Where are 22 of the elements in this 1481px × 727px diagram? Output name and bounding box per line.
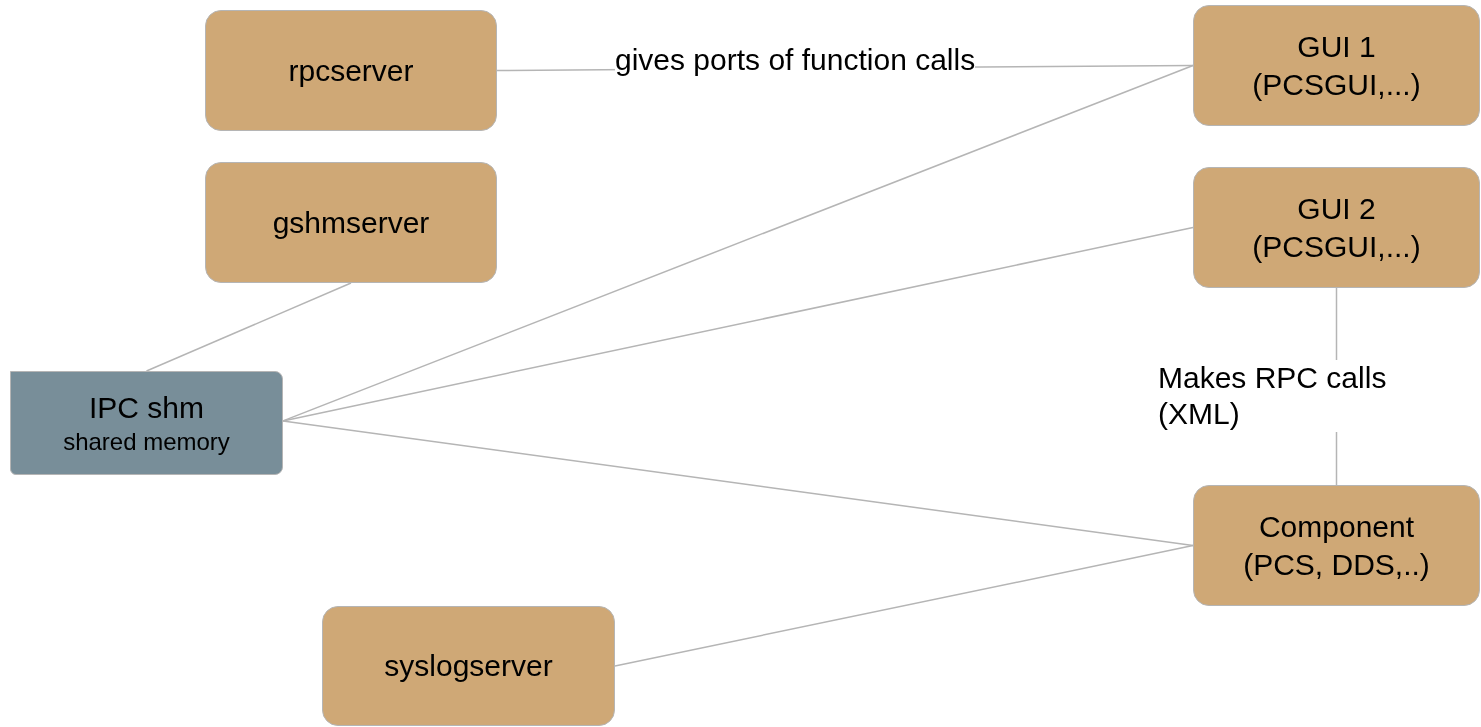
process-box [1193, 167, 1480, 288]
connector-line [282, 420, 1194, 547]
process-box [1193, 5, 1480, 126]
process-box [205, 162, 497, 283]
node-title: GUI 2 [1297, 191, 1376, 227]
node-subtitle: (PCS, DDS,..) [1243, 546, 1430, 583]
node-title: GUI 1 [1297, 29, 1376, 65]
connector-line [614, 544, 1194, 667]
process-box [205, 10, 497, 131]
connector-line [145, 282, 352, 372]
node-subtitle: (PCSGUI,...) [1252, 66, 1421, 103]
node-title: Component [1258, 509, 1415, 545]
node-title: syslogserver [384, 648, 553, 685]
node-title: IPC shm [89, 390, 204, 427]
process-box [1193, 485, 1480, 606]
node-title: gshmserver [272, 204, 430, 241]
memory-box [10, 371, 283, 475]
node-subtitle: shared memory [63, 426, 230, 457]
node-title: rpcserver [288, 52, 414, 89]
node-subtitle: (PCSGUI,...) [1252, 228, 1421, 265]
connector-line [282, 64, 1194, 422]
process-box [322, 606, 615, 726]
